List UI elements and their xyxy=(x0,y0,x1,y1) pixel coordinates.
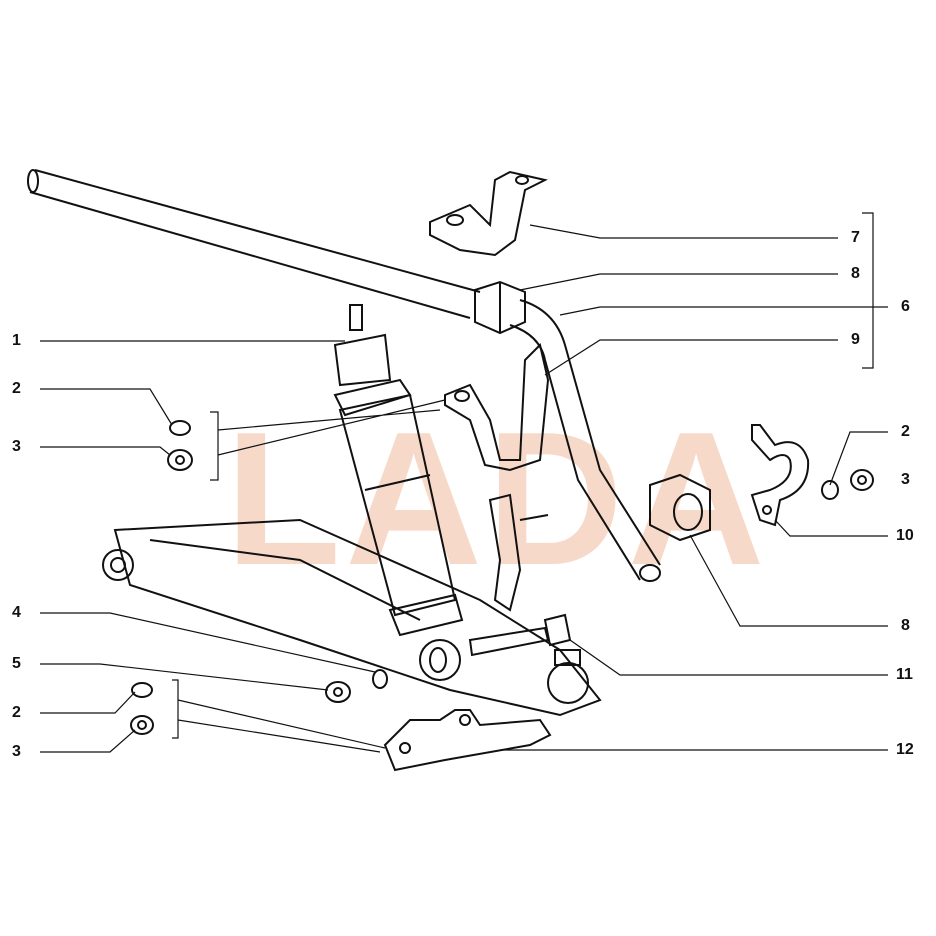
callout-11: 11 xyxy=(896,666,913,683)
callout-9: 9 xyxy=(851,331,860,348)
callout-3-lower: 3 xyxy=(12,743,21,760)
callout-4: 4 xyxy=(12,604,21,621)
callout-2-right: 2 xyxy=(901,423,910,440)
callout-1: 1 xyxy=(12,332,21,349)
callout-3-right: 3 xyxy=(901,471,910,488)
callout-2-lower: 2 xyxy=(12,704,21,721)
bar-bushing xyxy=(474,280,526,335)
arm-bracket xyxy=(488,493,549,612)
callout-2: 2 xyxy=(12,380,21,397)
callout-7: 7 xyxy=(851,229,860,246)
plate-12 xyxy=(383,709,552,772)
nuts-washers xyxy=(130,420,874,735)
callout-3: 3 xyxy=(12,438,21,455)
bracket-7 xyxy=(429,170,548,257)
bracket-9 xyxy=(444,343,550,472)
stabilizer-bar xyxy=(27,169,661,582)
callout-6: 6 xyxy=(901,298,910,315)
callout-8: 8 xyxy=(851,265,860,282)
clamp-10 xyxy=(750,424,810,527)
shock-absorber xyxy=(333,304,464,681)
callout-5: 5 xyxy=(12,655,21,672)
callout-10: 10 xyxy=(896,527,914,544)
bushing-8 xyxy=(649,473,711,542)
leader-lines xyxy=(40,212,888,753)
callout-8-lower: 8 xyxy=(901,617,910,634)
callout-12: 12 xyxy=(896,741,914,758)
lower-control-arm xyxy=(102,518,602,717)
